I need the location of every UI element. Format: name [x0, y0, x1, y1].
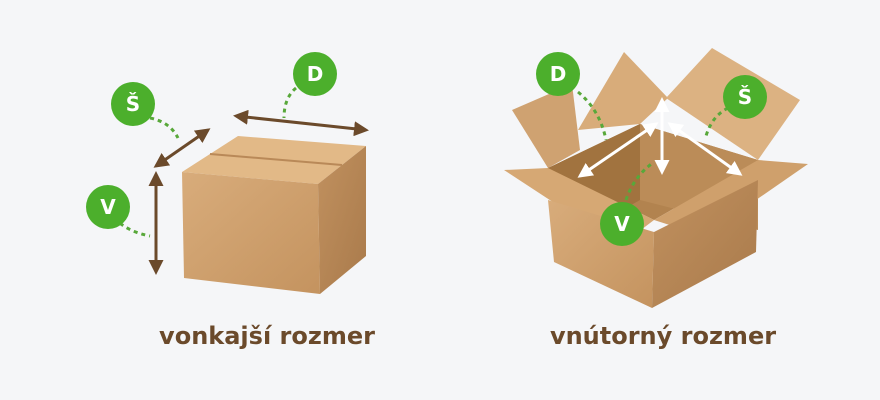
outer-length-badge: D: [293, 52, 337, 96]
outer-dimension-caption: vonkajší rozmer: [159, 322, 375, 350]
inner-length-leader: [577, 90, 608, 141]
outer-length-badge-label: D: [307, 62, 324, 86]
outer-height-badge: V: [86, 185, 130, 229]
outer-height-badge-label: V: [100, 195, 116, 219]
closed-box-illustration: [182, 136, 366, 294]
inner-height-badge-label: V: [614, 212, 630, 236]
inner-width-badge-label: Š: [738, 85, 752, 109]
inner-height-leader: [624, 160, 655, 201]
inner-width-badge: Š: [723, 75, 767, 119]
inner-length-badge: D: [536, 52, 580, 96]
inner-height-badge: V: [600, 202, 644, 246]
inner-dimension-caption: vnútorný rozmer: [549, 322, 777, 350]
inner-width-leader: [704, 106, 729, 137]
outer-width-badge-label: Š: [126, 92, 140, 116]
outer-width-arrow: [153, 128, 211, 168]
outer-length-arrow: [233, 109, 369, 137]
outer-length-leader: [282, 86, 298, 119]
inner-width-arrow: [667, 122, 743, 176]
inner-length-arrow: [577, 122, 659, 178]
inner-length-badge-label: D: [550, 62, 567, 86]
outer-width-leader: [149, 116, 180, 139]
outer-width-badge: Š: [111, 82, 155, 126]
